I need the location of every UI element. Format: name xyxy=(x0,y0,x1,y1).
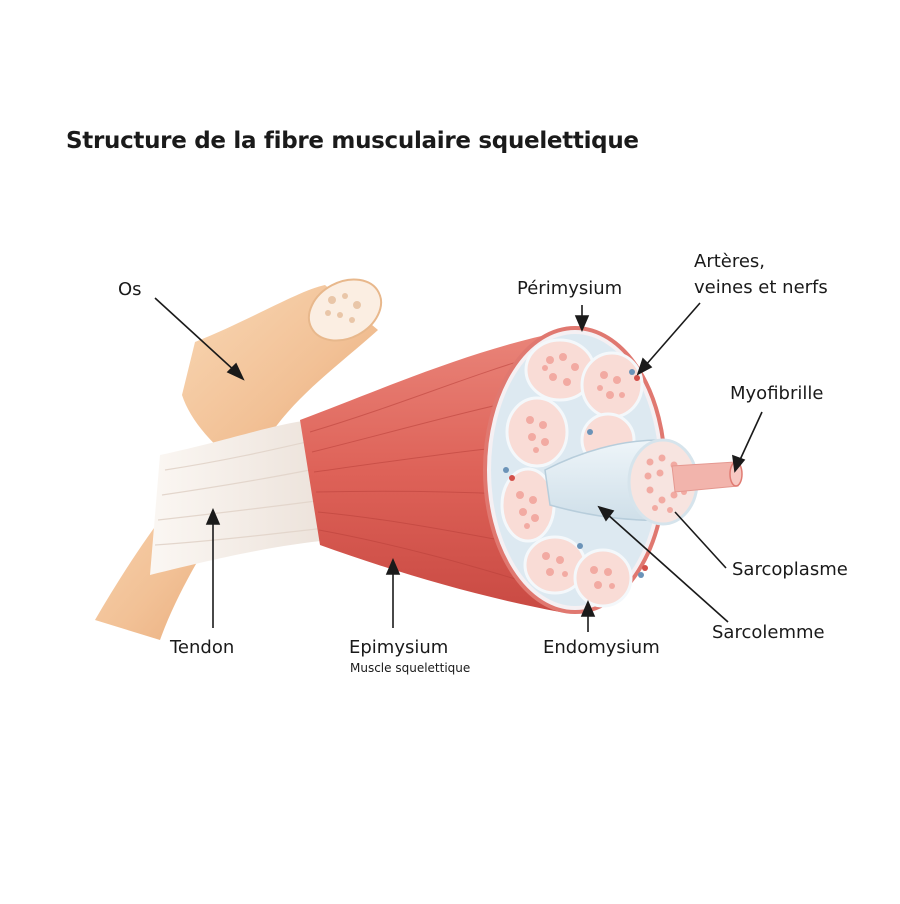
sarcolemme-arrow xyxy=(597,505,729,623)
label-sarcolemme: Sarcolemme xyxy=(712,622,825,643)
tendon-shape xyxy=(150,420,330,575)
tendon-arrow xyxy=(205,507,221,628)
label-perimysium: Périmysium xyxy=(517,278,623,299)
label-tendon: Tendon xyxy=(170,637,235,658)
label-os: Os xyxy=(118,279,142,300)
label-arteres-line2: veines et nerfs xyxy=(694,277,828,298)
sarcoplasme-leader xyxy=(674,511,727,569)
label-endomysium: Endomysium xyxy=(543,637,660,658)
label-sarcoplasme: Sarcoplasme xyxy=(732,559,848,580)
label-epimysium: Epimysium xyxy=(349,637,449,658)
arteres-arrow xyxy=(636,302,701,376)
epimysium-arrow xyxy=(385,557,401,628)
os-arrow xyxy=(154,297,245,381)
myofibril xyxy=(671,461,743,493)
perimysium-arrow xyxy=(574,305,590,333)
muscle-fiber xyxy=(544,438,699,526)
myofibrille-arrow xyxy=(732,411,763,473)
diagram-title: Structure de la fibre musculaire squelet… xyxy=(66,128,639,154)
endomysium-arrow xyxy=(580,599,596,632)
label-muscle-squelettique: Muscle squelettique xyxy=(350,661,471,675)
label-arteres-line1: Artères, xyxy=(694,251,766,272)
label-myofibrille: Myofibrille xyxy=(730,383,824,404)
